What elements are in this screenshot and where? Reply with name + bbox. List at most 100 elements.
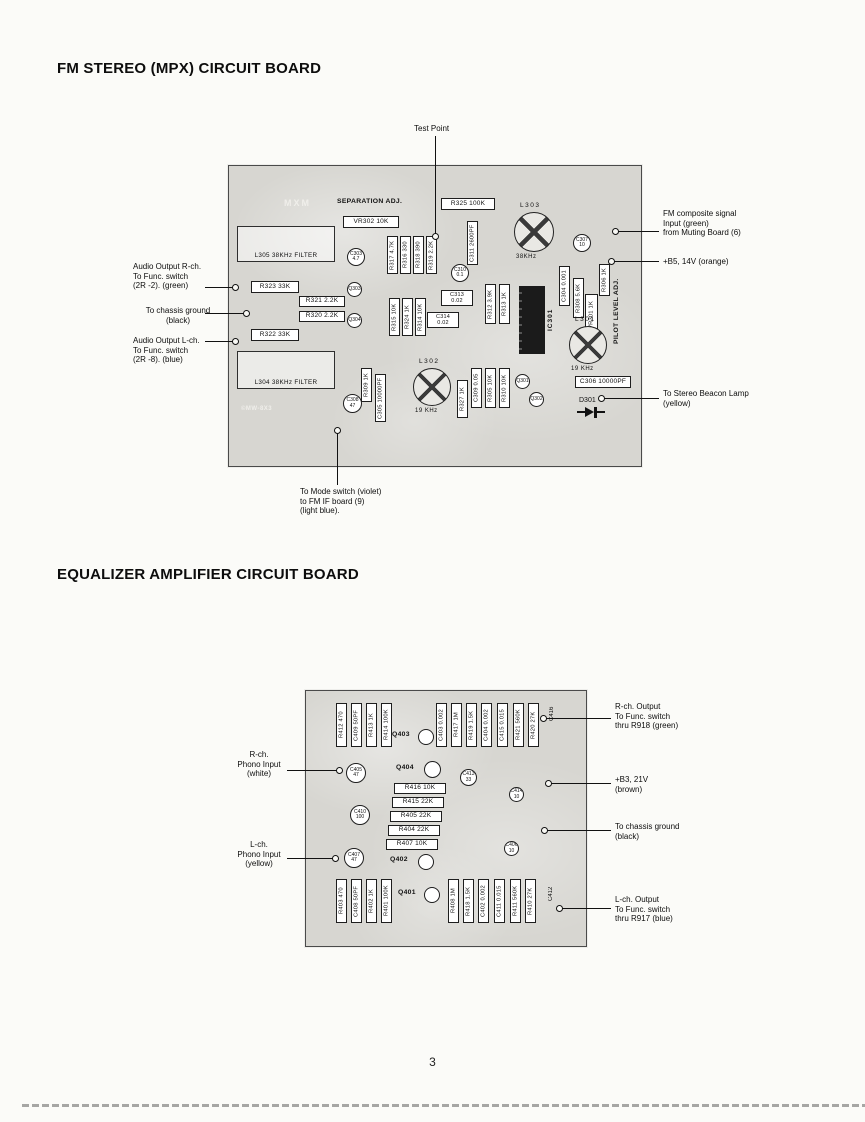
component-c309: C309 0.05 <box>471 368 482 408</box>
component-r324: R324 1K <box>402 298 413 336</box>
component-q303: Q303 <box>347 282 362 297</box>
component-pilot-label: PILOT LEVEL ADJ. <box>613 278 620 344</box>
component-r412: R412 470 <box>336 703 347 747</box>
callout-lch-phono-input-line: (yellow) <box>245 859 273 869</box>
component-r410: R410 27K <box>525 879 536 923</box>
callout-test-point: Test Point <box>414 124 449 134</box>
component-q402 <box>418 854 434 870</box>
callout-lch-phono-input-line: Phono Input <box>237 849 281 859</box>
component-c415: C415 0.015 <box>497 703 508 747</box>
component-d301-triangle <box>585 407 595 417</box>
callout-fm-composite-input-line: FM composite signal <box>663 209 737 218</box>
component-q304: Q304 <box>347 313 362 328</box>
component-r317: R317 4.7K <box>387 236 398 274</box>
callout-eq-chassis-ground-line: (black) <box>615 831 640 841</box>
component-r419: R419 1.5K <box>466 703 477 747</box>
component-c313-id: C313 <box>450 291 464 298</box>
component-r308: R308 5.6K <box>573 278 584 318</box>
component-c311: C311 2600PF <box>467 221 478 265</box>
callout-rch-output-line: thru R918 (green) <box>615 721 679 731</box>
component-q403-label: Q403 <box>392 731 410 738</box>
component-l301 <box>569 326 607 364</box>
callout-lch-output-line: L-ch. Output <box>615 895 660 904</box>
callout-rch-output-line: To Func. switch <box>615 711 671 721</box>
component-r325: R325 100K <box>441 198 495 210</box>
page-number: 3 <box>429 1055 436 1069</box>
component-c405: C405 47 <box>346 763 366 783</box>
component-c307: C307 10 <box>573 234 591 252</box>
component-r315: R315 10K <box>389 298 400 336</box>
component-c407: C407 47 <box>344 848 364 868</box>
component-c411: C411 0.015 <box>494 879 505 923</box>
component-r414: R414 100K <box>381 703 392 747</box>
component-q301: Q301 <box>515 374 530 389</box>
component-d301-wire <box>577 411 586 413</box>
component-c314-id: C314 <box>436 313 450 320</box>
component-d301-label: D301 <box>579 397 596 404</box>
component-r401: R401 100K <box>381 879 392 923</box>
callout-lch-phono-input: L-ch.Phono Input(yellow) <box>233 840 285 869</box>
component-r402: R402 1K <box>366 879 377 923</box>
component-c413: C413 33 <box>460 769 477 786</box>
component-r309: R309 1K <box>361 368 372 402</box>
component-c313-value: 0.02 <box>451 298 463 304</box>
component-q404-label: Q404 <box>396 764 414 771</box>
component-r314: R314 10K <box>415 298 426 336</box>
component-c306: C306 10000PF <box>575 376 631 388</box>
component-l301-value: 19 KHz <box>571 366 594 372</box>
component-q402-label: Q402 <box>390 856 408 863</box>
callout-rch-phono-input-line: R-ch. <box>249 750 269 759</box>
component-l302-value: 19 KHz <box>415 408 438 414</box>
callout-eq-chassis-ground: To chassis ground(black) <box>615 822 679 841</box>
callout-fm-composite-input-line: Input (green) <box>663 218 709 228</box>
component-q404 <box>424 761 441 778</box>
component-r405: R405 22K <box>390 811 442 822</box>
component-c410: C410 100 <box>350 805 370 825</box>
callout-audio-output-rch-line: Audio Output R-ch. <box>133 262 202 271</box>
callout-audio-output-lch-line: (2R -8). (blue) <box>133 355 183 365</box>
callout-mode-switch-line: To Mode switch (violet) <box>300 487 382 496</box>
callout-audio-output-rch: Audio Output R-ch.To Func. switch(2R -2)… <box>133 262 201 291</box>
callout-audio-output-lch-line: Audio Output L-ch. <box>133 336 200 345</box>
component-c314-value: 0.02 <box>437 320 449 326</box>
component-r320: R320 2.2K <box>299 311 345 322</box>
component-separation-label: SEPARATION ADJ. <box>337 198 403 205</box>
component-l302-label: L302 <box>419 358 440 365</box>
component-r418: R418 1.5K <box>463 879 474 923</box>
callout-rch-phono-input-line: Phono Input <box>237 759 281 769</box>
component-c408: C408 50PF <box>351 879 362 923</box>
component-c404: C404 0.002 <box>481 703 492 747</box>
component-r416: R416 10K <box>394 783 446 794</box>
component-r310: R310 10K <box>499 368 510 408</box>
callout-mode-switch: To Mode switch (violet)to FM IF board (9… <box>300 487 381 516</box>
callout-mode-switch-line: (light blue). <box>300 506 340 516</box>
eq-section-title: EQUALIZER AMPLIFIER CIRCUIT BOARD <box>57 566 359 583</box>
component-r407: R407 10K <box>386 839 438 850</box>
component-l305: L305 38KHz FILTER <box>237 226 335 262</box>
component-r413: R413 1K <box>366 703 377 747</box>
component-d301-wire <box>596 411 605 413</box>
component-d301 <box>577 406 605 418</box>
callout-audio-output-rch-line: (2R -2). (green) <box>133 281 189 291</box>
component-l303-value: 38KHz <box>516 254 537 260</box>
component-r403: R403 470 <box>336 879 347 923</box>
callout-lch-phono-input-line: L-ch. <box>250 840 268 849</box>
component-q401 <box>424 887 440 903</box>
component-r420: R420 27K <box>528 703 539 747</box>
component-r318: R318 390 <box>413 236 424 274</box>
component-r316: R316 330 <box>400 236 411 274</box>
component-r319: R319 2.2K <box>426 236 437 274</box>
callout-eq-chassis-ground-line: To chassis ground <box>615 822 680 831</box>
component-c310: C310 0.1 <box>451 264 469 282</box>
callout-audio-output-lch: Audio Output L-ch.To Func. switch(2R -8)… <box>133 336 200 365</box>
callout-b5-supply: +B5, 14V (orange) <box>663 257 729 267</box>
component-r312: R312 3.9K <box>485 284 496 324</box>
component-r408: R408 1M <box>448 879 459 923</box>
component-l304: L304 38KHz FILTER <box>237 351 335 389</box>
